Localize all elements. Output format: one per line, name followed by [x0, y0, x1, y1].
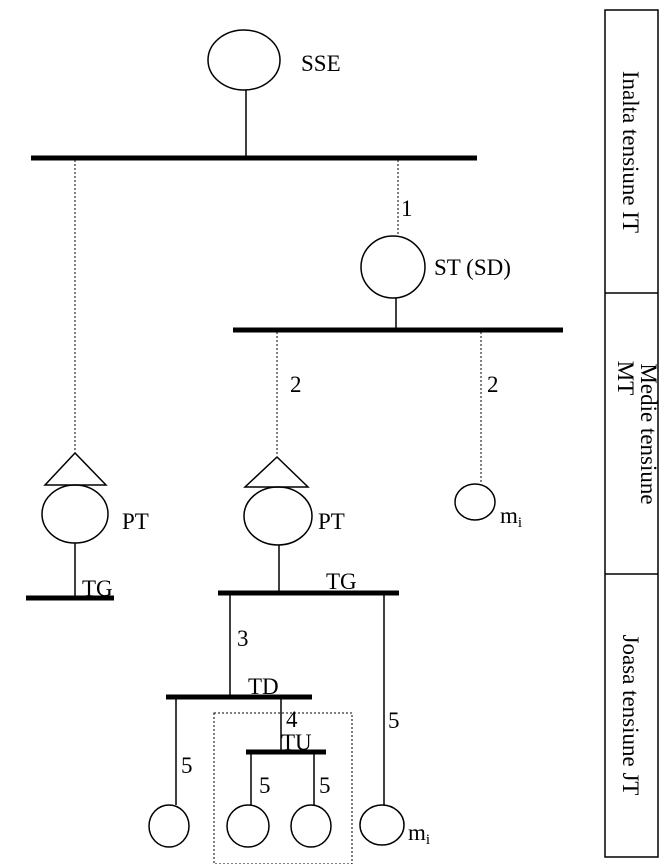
pt-left-node	[41, 484, 109, 544]
pt-right-node	[243, 486, 313, 546]
voltage-label-low: Joasa tensiune JT	[618, 635, 643, 796]
tg-right-label: TG	[326, 569, 357, 594]
pt-right-label: PT	[318, 509, 345, 534]
line-4-label: 4	[286, 707, 298, 732]
tg-left-label: TG	[82, 576, 113, 601]
voltage-label-medium-line2: MT	[613, 361, 638, 396]
consumer-node-3	[290, 804, 332, 848]
mi-low-label: mi	[408, 820, 430, 848]
mi-medium-letter: m	[500, 503, 518, 528]
mi-low-consumer-node	[359, 804, 405, 846]
line-2-right-label: 2	[487, 372, 499, 397]
voltage-label-high: Inalta tensiune IT	[618, 71, 643, 233]
line-5-e-label: 5	[388, 708, 400, 733]
mi-low-subscript: i	[426, 832, 430, 848]
voltage-label-medium-line1: Medie tensiune	[636, 363, 661, 504]
consumer-node-2	[226, 804, 270, 848]
sse-label: SSE	[301, 51, 341, 76]
tu-dotted-enclosure	[213, 712, 353, 864]
mi-low-letter: m	[408, 820, 426, 845]
pt-right-triangle-symbol	[243, 455, 310, 488]
pt-left-triangle-symbol	[43, 451, 108, 486]
mi-medium-subscript: i	[518, 515, 522, 531]
td-label: TD	[248, 674, 279, 699]
st-label: ST (SD)	[434, 255, 511, 280]
mi-medium-label: mi	[500, 503, 522, 531]
line-3-label: 3	[237, 626, 249, 651]
line-5-c-label: 5	[319, 773, 331, 798]
mi-medium-consumer-node	[454, 483, 496, 521]
pt-left-label: PT	[122, 509, 149, 534]
voltage-panel-frame	[604, 9, 659, 858]
line-5-a-label: 5	[181, 753, 193, 778]
line-2-left-label: 2	[290, 372, 302, 397]
sse-node	[207, 29, 281, 91]
consumer-node-1	[148, 804, 190, 848]
tu-label: TU	[281, 730, 312, 755]
line-1-label: 1	[401, 196, 413, 221]
line-5-b-label: 5	[259, 773, 271, 798]
st-node	[360, 235, 426, 299]
